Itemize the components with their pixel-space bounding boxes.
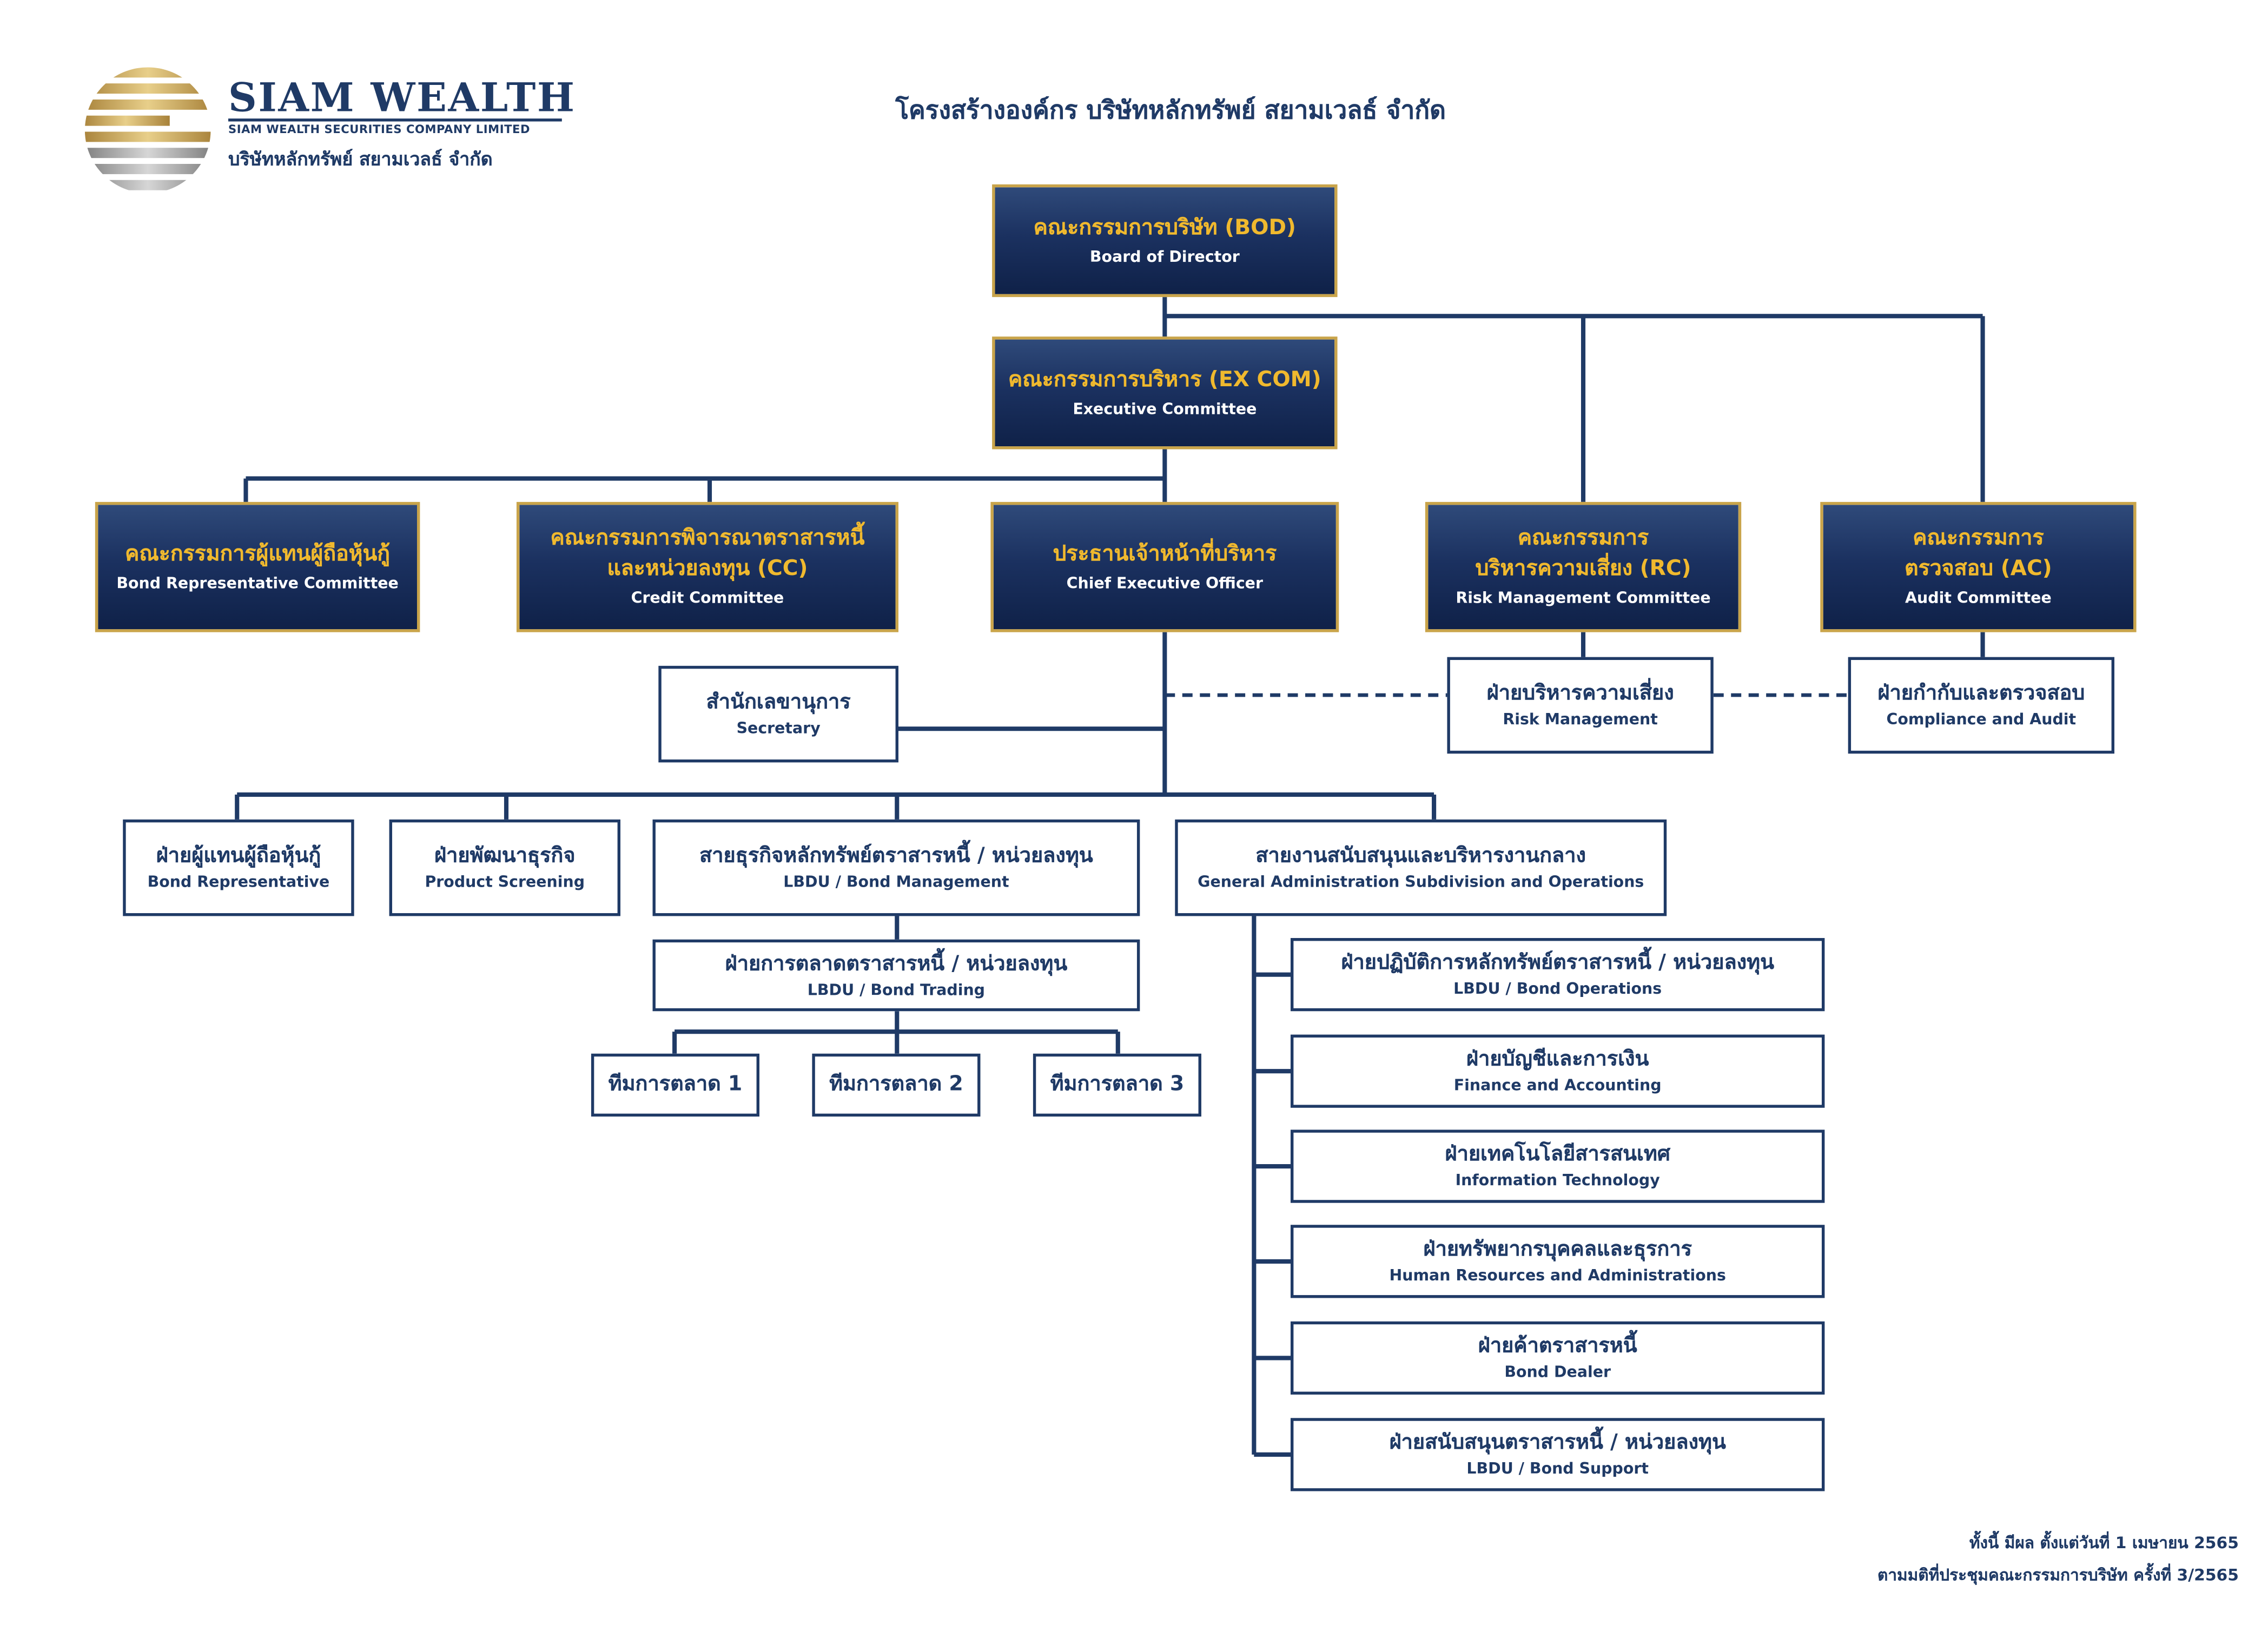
node-secretary: สำนักเลขานุการ Secretary — [658, 665, 898, 763]
logo-company-th: บริษัทหลักทรัพย์ สยามเวลธ์ จำกัด — [228, 148, 493, 170]
node-label-th: ทีมการตลาด 3 — [1050, 1072, 1185, 1096]
node-label-th-1: คณะกรรมการ — [1517, 526, 1649, 551]
node-label-th: ฝ่ายการตลาดตราสารหนี้ / หน่วยลงทุน — [725, 952, 1068, 976]
node-label-en: Risk Management Committee — [1456, 590, 1711, 607]
node-label-en: Executive Committee — [1073, 400, 1257, 418]
node-lbdu-bond-management: สายธุรกิจหลักทรัพย์ตราสารหนี้ / หน่วยลงท… — [652, 819, 1140, 916]
note-line-1: ทั้งนี้ มีผล ตั้งแต่วันที่ 1 เมษายน 2565 — [1969, 1534, 2239, 1553]
node-label-en: Credit Committee — [631, 590, 784, 607]
node-label-en: Chief Executive Officer — [1066, 574, 1263, 592]
node-label-th: ประธานเจ้าหน้าที่บริหาร — [1053, 542, 1277, 566]
node-information-technology: ฝ่ายเทคโนโลยีสารสนเทศ Information Techno… — [1290, 1129, 1825, 1203]
node-chief-executive-officer: ประธานเจ้าหน้าที่บริหาร Chief Executive … — [990, 501, 1339, 632]
node-credit-committee: คณะกรรมการพิจารณาตราสารหนี้ และหน่วยลงทุ… — [516, 501, 898, 632]
node-compliance-and-audit: ฝ่ายกำกับและตรวจสอบ Compliance and Audit — [1848, 657, 2115, 754]
node-label-th-2: ตรวจสอบ (AC) — [1905, 557, 2052, 581]
node-label-th: ฝ่ายค้าตราสารหนี้ — [1478, 1335, 1637, 1358]
node-label-th-2: และหน่วยลงทุน (CC) — [607, 557, 808, 581]
node-label-en: Audit Committee — [1905, 590, 2052, 607]
node-label-th: สายธุรกิจหลักทรัพย์ตราสารหนี้ / หน่วยลงท… — [699, 844, 1093, 868]
node-marketing-team-3: ทีมการตลาด 3 — [1033, 1053, 1201, 1117]
node-label-en: Risk Management — [1503, 711, 1658, 729]
node-label-th: คณะกรรมการผู้แทนผู้ถือหุ้นกู้ — [125, 542, 391, 566]
node-general-administration: สายงานสนับสนุนและบริหารงานกลาง General A… — [1175, 819, 1667, 916]
node-audit-committee: คณะกรรมการ ตรวจสอบ (AC) Audit Committee — [1820, 501, 2137, 632]
node-risk-management: ฝ่ายบริหารความเสี่ยง Risk Management — [1447, 657, 1714, 754]
node-board-of-director: คณะกรรมการบริษัท (BOD) Board of Director — [992, 184, 1338, 298]
node-label-th: ฝ่ายปฏิบัติการหลักทรัพย์ตราสารหนี้ / หน่… — [1341, 951, 1775, 975]
node-marketing-team-2: ทีมการตลาด 2 — [812, 1053, 981, 1117]
node-lbdu-bond-support: ฝ่ายสนับสนุนตราสารหนี้ / หน่วยลงทุน LBDU… — [1290, 1418, 1825, 1491]
node-label-en: Board of Director — [1089, 248, 1240, 266]
node-lbdu-bond-operations: ฝ่ายปฏิบัติการหลักทรัพย์ตราสารหนี้ / หน่… — [1290, 938, 1825, 1012]
node-product-screening: ฝ่ายพัฒนาธุรกิจ Product Screening — [389, 819, 621, 916]
effective-date-note: ทั้งนี้ มีผล ตั้งแต่วันที่ 1 เมษายน 2565… — [1877, 1528, 2239, 1592]
node-label-en: LBDU / Bond Operations — [1453, 980, 1662, 998]
logo-company-en: SIAM WEALTH SECURITIES COMPANY LIMITED — [228, 123, 531, 136]
node-label-en: LBDU / Bond Management — [783, 874, 1009, 891]
node-bond-dealer: ฝ่ายค้าตราสารหนี้ Bond Dealer — [1290, 1321, 1825, 1395]
node-label-en: Secretary — [736, 719, 821, 738]
page-title: โครงสร้างองค์กร บริษัทหลักทรัพย์ สยามเวล… — [895, 96, 1446, 126]
node-label-th: ฝ่ายพัฒนาธุรกิจ — [434, 844, 576, 868]
node-label-th: สำนักเลขานุการ — [706, 690, 851, 715]
logo-wordmark: SIAM WEALTH — [228, 76, 576, 122]
node-label-th: สายงานสนับสนุนและบริหารงานกลาง — [1255, 844, 1586, 868]
node-bond-representative-committee: คณะกรรมการผู้แทนผู้ถือหุ้นกู้ Bond Repre… — [95, 501, 420, 632]
node-label-en: Compliance and Audit — [1886, 711, 2077, 729]
node-executive-committee: คณะกรรมการบริหาร (EX COM) Executive Comm… — [992, 336, 1338, 450]
node-label-en: Bond Dealer — [1504, 1364, 1611, 1382]
node-label-th: ทีมการตลาด 1 — [608, 1072, 743, 1096]
node-label-en: Bond Representative Committee — [116, 574, 399, 592]
node-label-th: ฝ่ายเทคโนโลยีสารสนเทศ — [1445, 1142, 1670, 1167]
node-label-th: ฝ่ายบริหารความเสี่ยง — [1486, 682, 1674, 705]
note-line-2: ตามมติที่ประชุมคณะกรรมการบริษัท ครั้งที่… — [1877, 1565, 2239, 1585]
node-label-th-1: คณะกรรมการ — [1913, 526, 2044, 551]
node-label-th: คณะกรรมการบริษัท (BOD) — [1033, 216, 1296, 240]
node-label-en: LBDU / Bond Trading — [807, 981, 986, 999]
node-label-th-1: คณะกรรมการพิจารณาตราสารหนี้ — [550, 526, 865, 551]
node-marketing-team-1: ทีมการตลาด 1 — [591, 1053, 759, 1117]
node-label-th: คณะกรรมการบริหาร (EX COM) — [1008, 368, 1321, 392]
node-label-th: ฝ่ายผู้แทนผู้ถือหุ้นกู้ — [156, 844, 321, 868]
node-risk-management-committee: คณะกรรมการ บริหารความเสี่ยง (RC) Risk Ma… — [1425, 501, 1742, 632]
node-lbdu-bond-trading: ฝ่ายการตลาดตราสารหนี้ / หน่วยลงทุน LBDU … — [652, 939, 1140, 1012]
node-label-en: Product Screening — [425, 874, 585, 891]
node-label-th: ฝ่ายทรัพยากรบุคคลและธุรการ — [1423, 1238, 1692, 1261]
node-human-resources: ฝ่ายทรัพยากรบุคคลและธุรการ Human Resourc… — [1290, 1225, 1825, 1298]
node-label-en: General Administration Subdivision and O… — [1198, 874, 1644, 891]
node-label-th: ฝ่ายบัญชีและการเงิน — [1466, 1047, 1649, 1072]
node-label-en: Information Technology — [1455, 1172, 1660, 1190]
node-bond-representative: ฝ่ายผู้แทนผู้ถือหุ้นกู้ Bond Representat… — [123, 819, 354, 916]
node-label-en: LBDU / Bond Support — [1466, 1460, 1649, 1478]
node-label-th: ฝ่ายสนับสนุนตราสารหนี้ / หน่วยลงทุน — [1389, 1431, 1726, 1455]
siam-wealth-logo-emblem — [84, 67, 211, 190]
node-label-th: ทีมการตลาด 2 — [829, 1072, 963, 1096]
node-label-en: Human Resources and Administrations — [1389, 1267, 1726, 1285]
node-finance-and-accounting: ฝ่ายบัญชีและการเงิน Finance and Accounti… — [1290, 1034, 1825, 1108]
node-label-en: Bond Representative — [147, 874, 330, 891]
node-label-en: Finance and Accounting — [1453, 1077, 1662, 1095]
logo-divider — [228, 118, 562, 121]
node-label-th-2: บริหารความเสี่ยง (RC) — [1475, 557, 1691, 581]
node-label-th: ฝ่ายกำกับและตรวจสอบ — [1877, 682, 2085, 705]
